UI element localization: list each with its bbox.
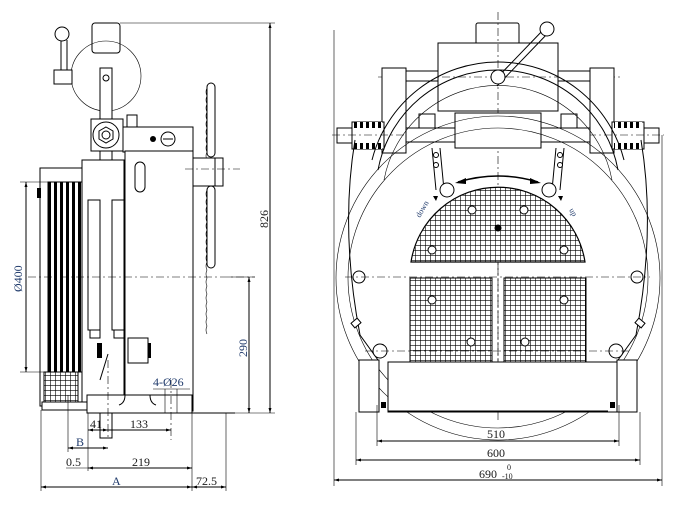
label-up: up [567,207,579,218]
dim-41: 41 [90,417,102,431]
dim-219: 219 [132,455,150,469]
dim-72-5: 72.5 [196,474,217,488]
dim-690-tol-lower: -10 [502,472,513,481]
dim-A: A [112,474,121,488]
dim-height-826: 826 [257,210,271,228]
motor-housing-top [122,126,194,153]
dim-690-tol-upper: 0 [507,463,511,472]
front-base [387,361,629,413]
label-down: down [414,199,431,219]
side-view: Ø400 826 290 4-Ø26 41 133 B 0.5 219 [11,22,275,491]
front-view: down up 510 600 690 0 [332,12,664,486]
lever-knob [54,26,70,42]
dim-diameter-400: Ø400 [11,265,25,292]
dim-133: 133 [130,417,148,431]
brake-arm-right [589,67,615,154]
dim-height-290: 290 [236,339,250,357]
dim-holes-4x26: 4-Ø26 [153,375,184,389]
motor-body [124,150,194,412]
housing-left [348,139,379,361]
hand-wheel-bar [206,82,216,158]
base-plate [86,394,193,414]
motor-cap [475,22,520,46]
dim-600: 600 [487,446,505,460]
housing-right [617,139,648,361]
dim-690: 690 [479,467,497,481]
brake-bridge [454,112,542,149]
side-slot [134,161,146,193]
sheave-base [41,401,88,411]
brake-arm-left [381,67,407,154]
dim-B: B [76,435,84,449]
shaft-coupling [192,157,224,187]
dim-0-5: 0.5 [66,455,81,469]
brake-housing-top [91,22,121,54]
dim-510: 510 [487,427,505,441]
nut-block [90,118,124,152]
up-marker-icon [558,196,563,201]
down-marker-icon [433,196,438,201]
